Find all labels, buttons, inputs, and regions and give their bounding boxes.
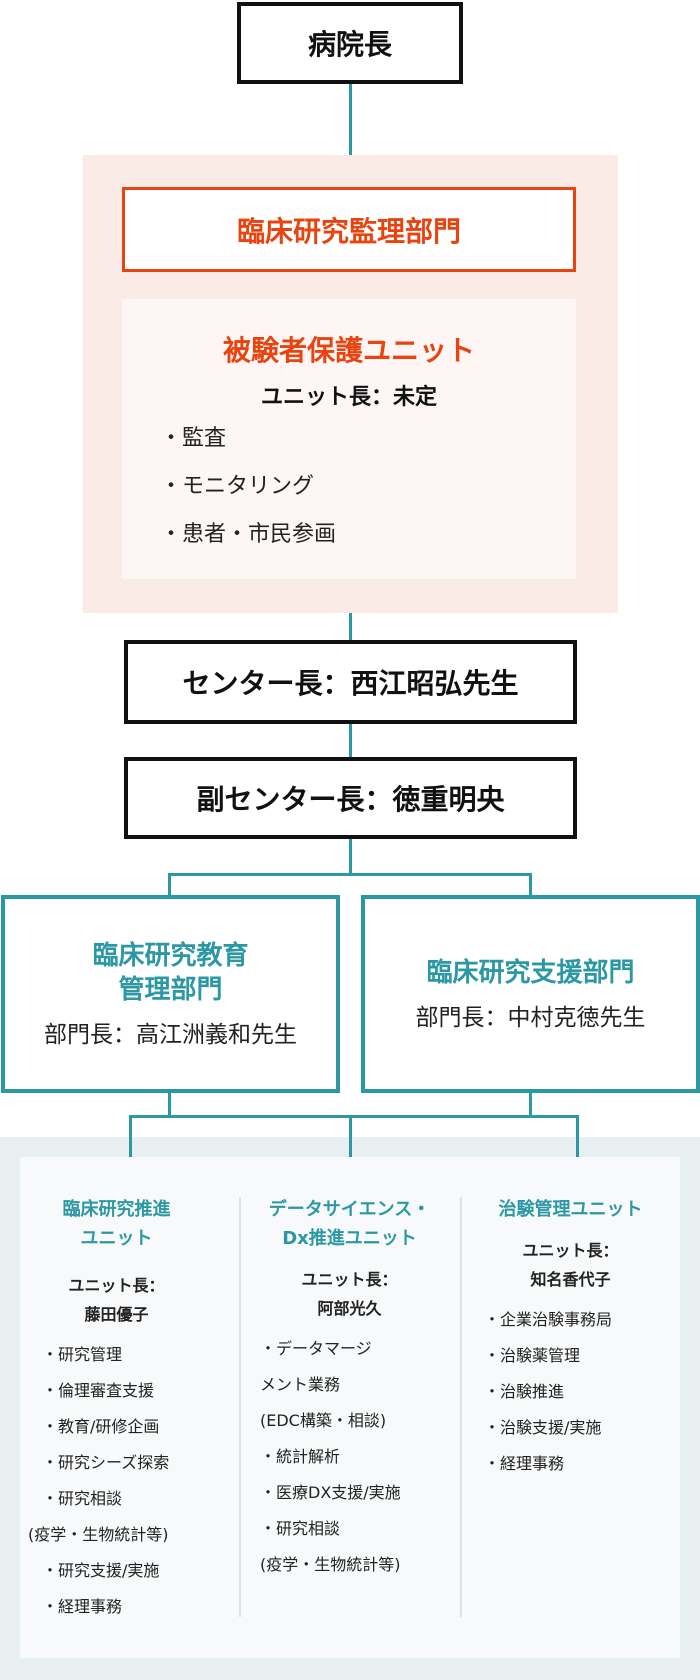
connector-line <box>349 839 352 875</box>
department-title: 管理部門 <box>118 975 223 1005</box>
unit-lead: ユニット長： 藤田優子 <box>14 1271 219 1329</box>
unit-column-trial-management: 治験管理ユニット ユニット長： 知名香代子 ・企業治験事務局 ・治験薬管理 ・治… <box>468 1195 673 1482</box>
unit-item: ・監査 <box>160 426 227 451</box>
unit-lead-name: 藤田優子 <box>84 1305 149 1324</box>
department-title: 臨床研究支援部門 <box>426 958 635 988</box>
unit-item: ・患者・市民参画 <box>160 522 337 547</box>
unit-lead-name: 阿部光久 <box>317 1299 382 1318</box>
unit-lead: ユニット長： 阿部光久 <box>247 1265 452 1323</box>
units-panel <box>20 1157 680 1658</box>
unit-item: ・治験支援/実施 <box>484 1418 602 1437</box>
center-head-label: センター長：西江昭弘先生 <box>182 667 519 700</box>
connector-line <box>168 1093 171 1118</box>
vice-head-box: 副センター長：徳重明央 <box>124 757 577 839</box>
support-department-box: 臨床研究支援部門 部門長：中村克徳先生 <box>361 895 700 1093</box>
unit-item: ・企業治験事務局 <box>484 1310 613 1329</box>
unit-title: データサイエンス・ <box>268 1199 431 1220</box>
unit-item: ・経理事務 <box>42 1597 123 1616</box>
unit-lead-label: ユニット長： <box>522 1241 619 1260</box>
unit-item: ・研究相談 <box>42 1489 123 1508</box>
department-head: 部門長：中村克徳先生 <box>415 1005 646 1031</box>
unit-lead-name: 知名香代子 <box>530 1270 611 1289</box>
unit-item: ・研究相談 <box>260 1519 341 1538</box>
unit-item: ・モニタリング <box>160 474 315 499</box>
unit-item: ・治験推進 <box>484 1382 565 1401</box>
unit-lead-label: ユニット長： <box>301 1270 398 1289</box>
unit-item: ・倫理審査支援 <box>42 1381 155 1400</box>
column-divider <box>239 1197 241 1617</box>
unit-column-promotion: 臨床研究推進 ユニット ユニット長： 藤田優子 ・研究管理 ・倫理審査支援 ・教… <box>14 1195 219 1625</box>
connector-line <box>349 724 352 758</box>
oversight-department-box: 臨床研究監理部門 <box>122 187 576 272</box>
center-head-box: センター長：西江昭弘先生 <box>124 640 577 724</box>
unit-item: ・治験薬管理 <box>484 1346 581 1365</box>
oversight-department-title: 臨床研究監理部門 <box>236 214 461 248</box>
director-label: 病院長 <box>307 28 392 61</box>
unit-title: ユニット <box>80 1228 153 1249</box>
unit-column-datascience: データサイエンス・ Dx推進ユニット ユニット長： 阿部光久 ・データマージ メ… <box>247 1195 452 1583</box>
department-head: 部門長：高江洲義和先生 <box>44 1022 297 1048</box>
unit-item: ・研究管理 <box>42 1345 123 1364</box>
subject-protection-unit: 被験者保護ユニット ユニット長：未定 ・監査 ・モニタリング ・患者・市民参画 <box>122 299 576 579</box>
unit-title: 臨床研究推進 <box>62 1199 171 1220</box>
unit-lead-label: ユニット長： <box>68 1276 165 1295</box>
unit-item: ・経理事務 <box>484 1454 565 1473</box>
connector-line <box>529 1093 532 1118</box>
education-department-box: 臨床研究教育 管理部門 部門長：高江洲義和先生 <box>1 895 340 1093</box>
vice-head-label: 副センター長：徳重明央 <box>196 783 505 816</box>
unit-lead: ユニット長：未定 <box>260 385 437 410</box>
connector-line <box>349 84 352 156</box>
unit-title: Dx推進ユニット <box>282 1228 417 1249</box>
connector-line <box>529 873 532 896</box>
connector-line <box>168 873 171 896</box>
unit-title: 治験管理ユニット <box>498 1199 643 1220</box>
unit-item: ・研究支援/実施 <box>42 1561 160 1580</box>
unit-item: (EDC構築・相談) <box>260 1411 387 1430</box>
unit-item: ・統計解析 <box>260 1447 341 1466</box>
unit-item: (疫学・生物統計等) <box>260 1555 401 1574</box>
unit-item: ・医療DX支援/実施 <box>260 1483 401 1502</box>
column-divider <box>460 1197 462 1617</box>
unit-item: ・教育/研修企画 <box>42 1417 160 1436</box>
connector-line <box>576 1115 579 1158</box>
department-title: 臨床研究教育 <box>92 941 249 971</box>
connector-line <box>129 1115 132 1158</box>
director-box: 病院長 <box>237 2 463 84</box>
connector-line <box>349 613 352 641</box>
unit-item: ・研究シーズ探索 <box>42 1453 170 1472</box>
unit-item: (疫学・生物統計等) <box>28 1525 169 1544</box>
connector-line <box>168 873 532 876</box>
unit-title: 被験者保護ユニット <box>222 334 475 367</box>
unit-lead: ユニット長： 知名香代子 <box>468 1236 673 1294</box>
unit-item: メント業務 <box>260 1375 341 1394</box>
connector-line <box>129 1115 579 1118</box>
connector-line <box>349 1115 352 1158</box>
unit-item: ・データマージ <box>260 1339 372 1358</box>
